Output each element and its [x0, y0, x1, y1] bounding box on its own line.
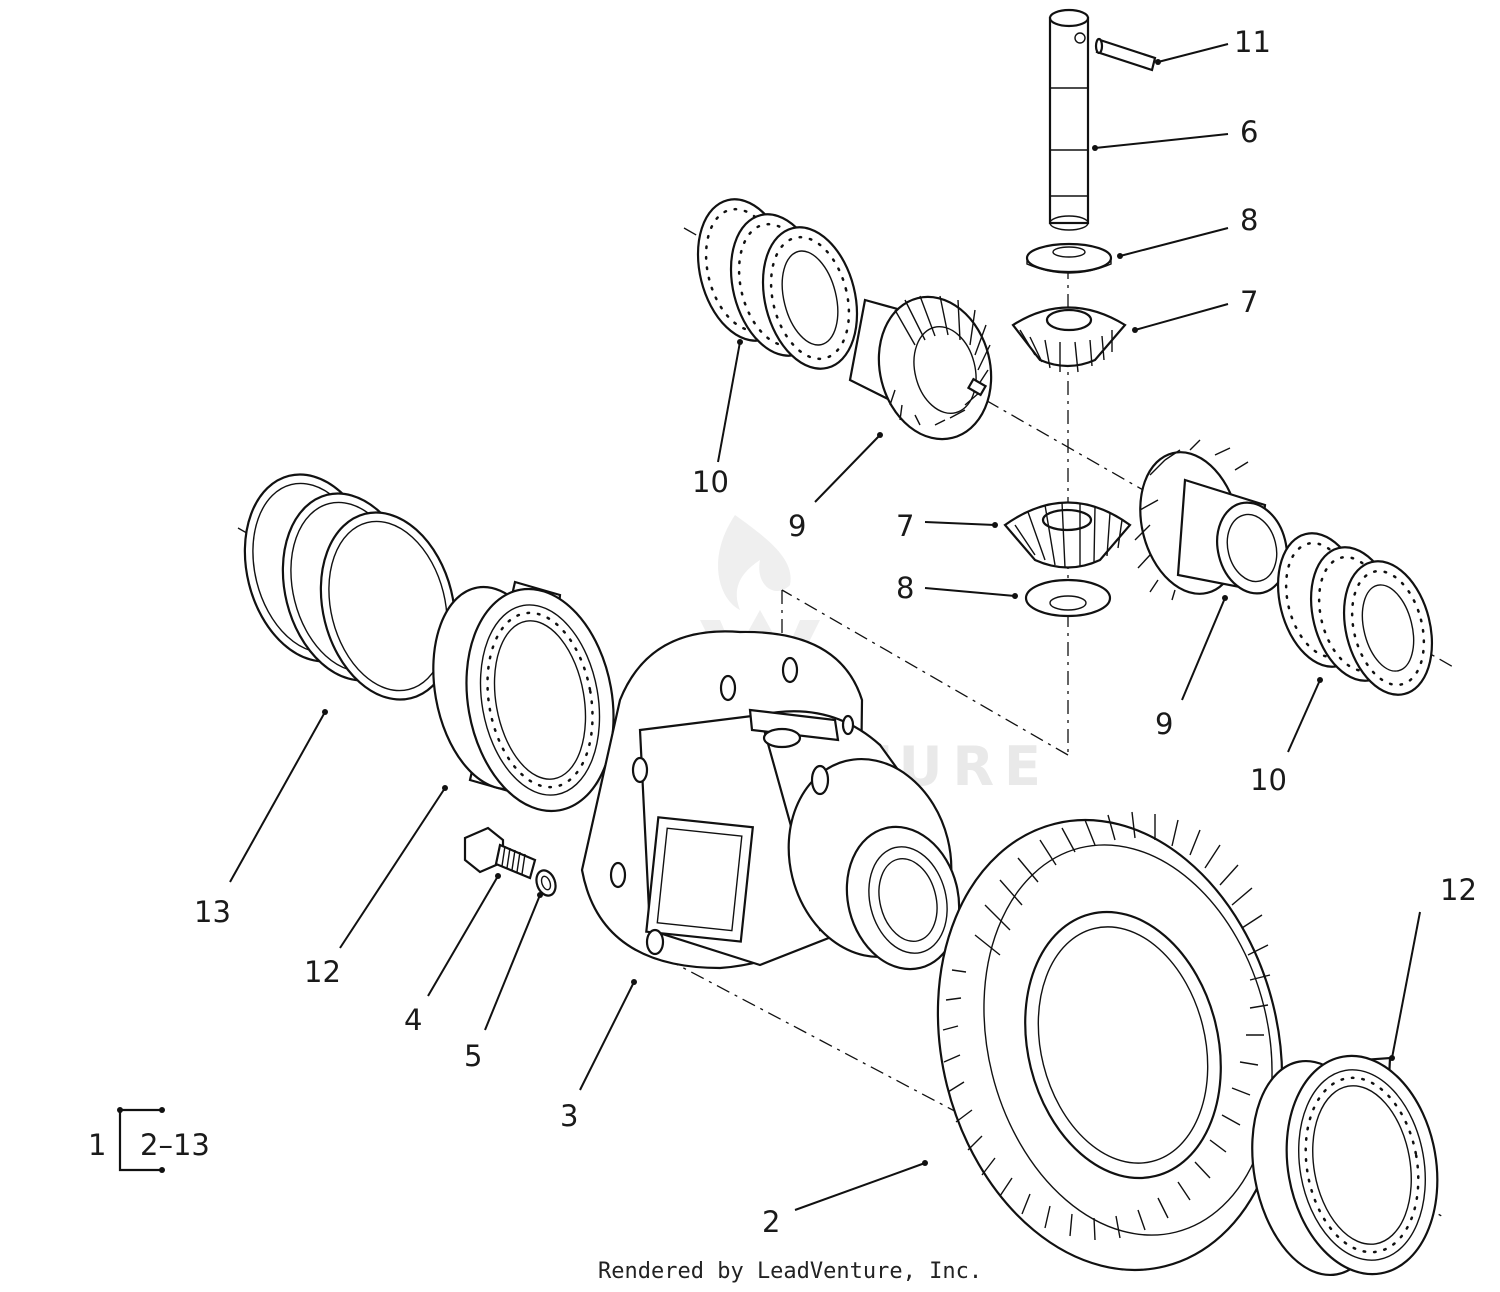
part-8-thrust-washer-top — [1025, 242, 1113, 274]
callout-7-lower: 7 — [896, 509, 914, 543]
part-8-thrust-washer-lower — [1024, 578, 1112, 618]
part-2-ring-gear — [936, 811, 1284, 1272]
callout-4: 4 — [404, 1003, 422, 1037]
callout-9-upper: 9 — [788, 509, 806, 543]
callout-9-lower: 9 — [1155, 707, 1173, 741]
callout-13: 13 — [194, 895, 231, 929]
assembly-range: 2–13 — [140, 1128, 210, 1162]
part-9-side-gear-upper — [848, 295, 993, 441]
part-9-side-gear-lower — [1134, 439, 1288, 601]
callout-5: 5 — [464, 1039, 482, 1073]
callout-2: 2 — [762, 1205, 780, 1239]
part-13-shim-rings — [243, 473, 457, 701]
callout-labels: 11 6 8 7 10 9 7 8 9 10 13 12 4 5 3 12 2 — [194, 25, 1477, 1239]
part-5-lock-washer — [535, 869, 557, 897]
part-12-bearing-right — [1251, 1054, 1439, 1277]
callout-leader-lines — [229, 43, 1421, 1211]
callout-10-upper: 10 — [692, 465, 729, 499]
assembly-legend: 1 2–13 — [88, 1107, 210, 1173]
part-3-differential-case — [580, 630, 961, 971]
callout-11: 11 — [1234, 25, 1271, 59]
callout-8-upper: 8 — [1240, 203, 1258, 237]
callout-6: 6 — [1240, 115, 1258, 149]
part-11-roll-pin — [1094, 37, 1157, 72]
callout-10-lower: 10 — [1250, 763, 1287, 797]
part-10-disc-pack-lower — [1276, 532, 1434, 696]
part-6-cross-shaft — [1048, 8, 1090, 231]
callout-7-upper: 7 — [1240, 285, 1258, 319]
part-4-bolt — [463, 826, 537, 880]
part-7-pinion-gear-lower — [1003, 501, 1132, 569]
assembly-parent-number: 1 — [88, 1128, 106, 1162]
part-7-pinion-gear-top — [1011, 306, 1127, 373]
callout-3: 3 — [560, 1099, 578, 1133]
render-credit: Rendered by LeadVenture, Inc. — [598, 1259, 982, 1284]
callout-12-right: 12 — [1440, 873, 1477, 907]
callout-12-left: 12 — [304, 955, 341, 989]
callout-8-lower: 8 — [896, 571, 914, 605]
part-10-disc-pack-upper — [696, 198, 859, 370]
part-12-bearing-left — [432, 580, 615, 813]
